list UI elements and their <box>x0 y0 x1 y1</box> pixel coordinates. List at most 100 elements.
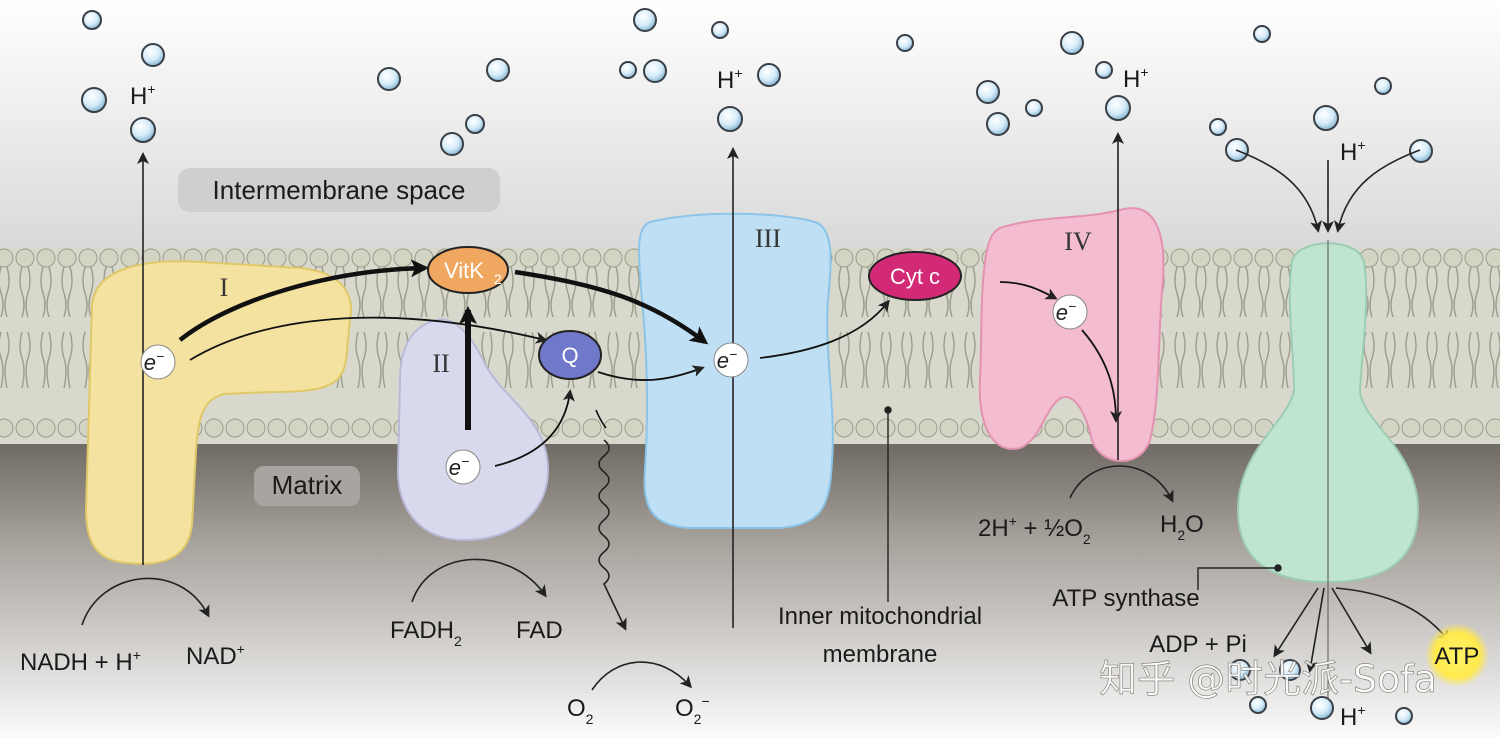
electron-marker: e− <box>1052 294 1088 330</box>
lipid-tail <box>1237 331 1249 389</box>
proton-ball <box>633 8 657 32</box>
lipid-head <box>1464 248 1484 268</box>
proton-ball <box>1374 77 1392 95</box>
nadh-label: NADH + H+ <box>20 647 141 676</box>
proton-ball <box>757 63 781 87</box>
proton-ball <box>1279 659 1301 681</box>
water-label: H2O <box>1160 511 1204 543</box>
lipid-head <box>0 248 14 268</box>
lipid-head <box>582 248 602 268</box>
proton-ball <box>1409 139 1433 163</box>
lipid-head <box>330 418 350 438</box>
proton-ball <box>619 61 637 79</box>
lipid-head <box>15 418 35 438</box>
adp-pi-label: ADP + Pi <box>1149 631 1247 658</box>
lipid-head <box>1443 418 1463 438</box>
lipid-tail <box>1258 331 1270 389</box>
lipid-head <box>1191 418 1211 438</box>
pointer-lines <box>884 406 1282 602</box>
lipid-head <box>372 418 392 438</box>
proton-ball <box>1025 99 1043 117</box>
lipid-head <box>351 418 371 438</box>
reaction-arcs <box>81 149 1450 691</box>
lipid-head <box>1401 418 1421 438</box>
proton-ball <box>643 59 667 83</box>
lipid-tail <box>838 331 850 389</box>
lipid-head <box>57 248 77 268</box>
lipid-head <box>1212 248 1232 268</box>
lipid-head <box>1485 248 1500 268</box>
lipid-head <box>1401 248 1421 268</box>
lipid-head <box>1170 248 1190 268</box>
q-carrier: Q <box>538 330 602 380</box>
lipid-tail <box>607 331 619 389</box>
lipid-tail <box>0 331 10 389</box>
lipid-head <box>834 248 854 268</box>
lipid-head <box>36 418 56 438</box>
lipid-tail <box>1384 331 1396 389</box>
electron-marker: e− <box>713 342 749 378</box>
lipid-tail <box>1447 266 1459 318</box>
lipid-head <box>855 418 875 438</box>
lipid-head <box>561 248 581 268</box>
lipid-head <box>1443 248 1463 268</box>
proton-labels: H+ H+ H+ H+ H+ <box>130 64 1366 731</box>
lipid-tail <box>1426 331 1438 389</box>
proton-ball <box>82 10 102 30</box>
lipid-head <box>120 248 140 268</box>
lipid-tail <box>1174 331 1186 389</box>
proton-ball <box>976 80 1000 104</box>
proton-ball <box>1229 659 1251 681</box>
lipid-tail <box>1279 331 1291 389</box>
lipid-tail <box>19 266 31 318</box>
electron-marker: e− <box>445 449 481 485</box>
complex-iv-label: IV <box>1064 227 1092 256</box>
cytc-carrier: Cyt c <box>868 251 962 301</box>
nad-label: NAD+ <box>186 641 245 670</box>
inner-membrane-label-line1: Inner mitochondrial <box>778 603 982 630</box>
lipid-head <box>897 418 917 438</box>
lipid-tail <box>1426 266 1438 318</box>
lipid-head <box>267 418 287 438</box>
lipid-head <box>225 418 245 438</box>
proton-ball <box>486 58 510 82</box>
lipid-head <box>246 418 266 438</box>
lipid-tail <box>943 331 955 389</box>
lipid-tail <box>1468 331 1480 389</box>
lipid-head <box>918 418 938 438</box>
proton-label-3: H+ <box>1123 64 1149 93</box>
lipid-tail <box>1447 331 1459 389</box>
complex-ii-label: II <box>432 349 449 378</box>
lipid-tail <box>628 266 640 318</box>
proton-label-2: H+ <box>717 65 743 94</box>
lipid-head <box>960 418 980 438</box>
svg-text:Cyt c: Cyt c <box>890 264 940 289</box>
lipid-head <box>393 248 413 268</box>
fad-label: FAD <box>516 617 563 644</box>
lipid-head <box>1212 418 1232 438</box>
lipid-tail <box>838 266 850 318</box>
lipid-tail <box>964 266 976 318</box>
proton-ball <box>1060 31 1084 55</box>
proton-ball <box>717 106 743 132</box>
svg-text:Matrix: Matrix <box>272 470 343 500</box>
lipid-head <box>1044 418 1064 438</box>
lipid-tail <box>355 331 367 389</box>
lipid-head <box>1233 418 1253 438</box>
lipid-tail <box>859 331 871 389</box>
lipid-head <box>330 248 350 268</box>
proton-ball <box>896 34 914 52</box>
lipid-tail <box>1216 266 1228 318</box>
lipid-tail <box>40 331 52 389</box>
lipid-head <box>204 418 224 438</box>
lipid-head <box>288 248 308 268</box>
lipid-tail <box>586 266 598 318</box>
lipid-tail <box>61 331 73 389</box>
lipid-tail <box>1384 266 1396 318</box>
fadh2-label: FADH2 <box>390 617 462 649</box>
lipid-head <box>0 418 14 438</box>
lipid-tail <box>901 331 913 389</box>
lipid-head <box>1422 248 1442 268</box>
lipid-head <box>603 248 623 268</box>
o2-label: O2 <box>567 695 594 727</box>
